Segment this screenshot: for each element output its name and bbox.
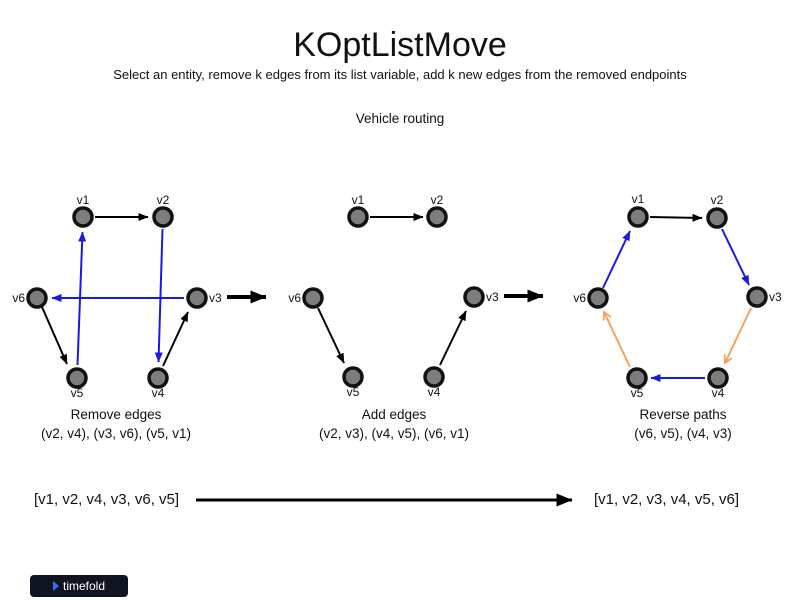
node-g2-v6 [302,287,324,309]
node-label-g3-v6: v6 [573,291,586,305]
timefold-logo-icon [52,581,59,591]
node-label-g3-v1: v1 [632,192,645,206]
edge-g1-v6-v5 [41,306,68,365]
list-after: [v1, v2, v3, v4, v5, v6] [594,491,740,508]
node-label-g2-v2: v2 [431,193,444,207]
caption-reverse-paths: Reverse paths (v6, v5), (v4, v3) [634,405,732,443]
caption-add-title: Add edges [361,407,427,422]
node-g1-v2 [152,206,174,228]
node-label-g2-v1: v1 [352,193,365,207]
node-g2-v3 [463,286,485,308]
node-label-g1-v4: v4 [152,386,165,400]
node-label-g2-v6: v6 [288,291,301,305]
node-g1-v6 [26,287,48,309]
caption-reverse-detail: (v6, v5), (v4, v3) [634,426,732,441]
edge-g1-v2-v4 [154,228,164,363]
node-label-g2-v3: v3 [486,290,499,304]
caption-remove-edges: Remove edges (v2, v4), (v3, v6), (v5, v1… [41,405,191,443]
caption-remove-detail: (v2, v4), (v3, v6), (v5, v1) [40,426,192,441]
node-g1-v1 [72,206,94,228]
timefold-logo: timefold [30,575,128,597]
timefold-logo-text: timefold [62,579,106,593]
node-label-g3-v3: v3 [769,290,782,304]
node-label-g1-v3: v3 [209,291,222,305]
node-g3-v2 [706,207,728,229]
edge-g3-v2-v3 [721,228,750,286]
node-label-g1-v5: v5 [71,386,84,400]
node-g2-v5 [342,366,364,388]
node-g1-v5 [66,367,88,389]
graph-remove-edges: v1 v2 v6 v3 v5 v4 [12,193,222,400]
list-before: [v1, v2, v4, v3, v6, v5] [34,491,180,508]
edge-g3-v5-v6 [604,312,631,368]
caption-reverse-title: Reverse paths [639,407,727,422]
edge-g1-v4-v3 [162,311,189,367]
graph-reverse-paths: v1 v2 v6 v3 v5 v4 [573,192,782,400]
node-g3-v1 [627,206,649,228]
node-g3-v5 [626,367,648,389]
node-g2-v2 [426,206,448,228]
context-label: Vehicle routing [355,111,445,126]
edge-g1-v5-v1 [76,231,87,366]
node-g3-v4 [707,367,729,389]
caption-add-detail: (v2, v3), (v4, v5), (v6, v1) [318,426,470,441]
node-label-g3-v4: v4 [712,386,725,400]
edge-g3-v3-v4 [725,307,752,363]
node-label-g1-v6: v6 [12,291,25,305]
node-g1-v3 [186,287,208,309]
node-g1-v4 [147,367,169,389]
node-label-g3-v5: v5 [631,386,644,400]
node-g3-v3 [746,286,768,308]
edge-g2-v6-v5 [317,307,345,364]
node-label-g2-v4: v4 [428,385,441,399]
node-g2-v1 [347,206,369,228]
edge-g3-v1-v2 [649,213,703,222]
node-g3-v6 [587,287,609,309]
node-label-g1-v1: v1 [77,193,90,207]
node-g2-v4 [423,366,445,388]
page-subtitle: Select an entity, remove k edges from it… [113,67,687,82]
edge-g2-v4-v3 [439,310,467,366]
node-label-g1-v2: v2 [157,193,170,207]
node-label-g2-v5: v5 [347,385,360,399]
caption-remove-title: Remove edges [70,407,162,422]
node-label-g3-v2: v2 [711,193,724,207]
caption-add-edges: Add edges (v2, v3), (v4, v5), (v6, v1) [319,405,469,443]
graph-add-edges: v1 v2 v6 v3 v5 v4 [288,193,499,399]
edge-g3-v6-v1 [602,230,631,289]
page-title: KOptListMove [293,26,507,64]
